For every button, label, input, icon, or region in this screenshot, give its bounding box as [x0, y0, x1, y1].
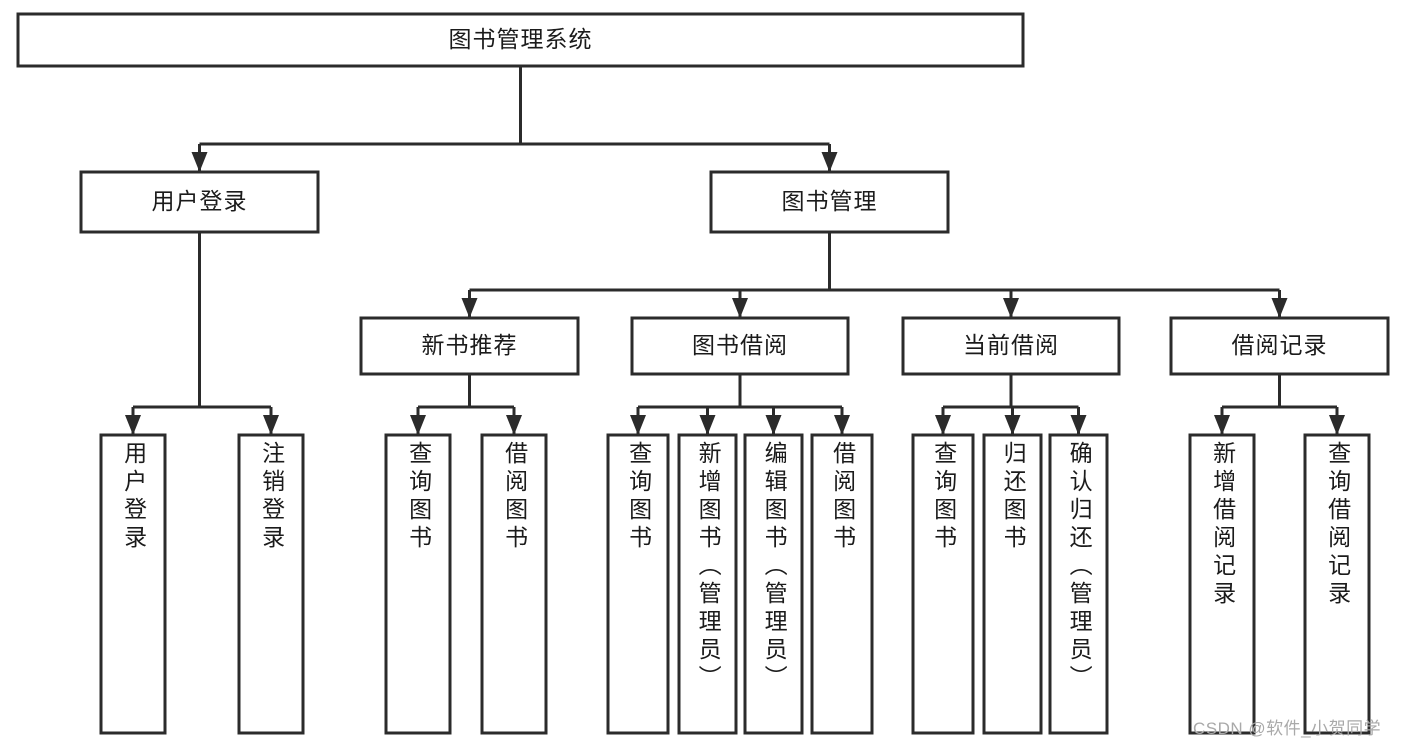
arrow-head-icon — [1070, 415, 1087, 435]
arrow-head-icon — [732, 298, 748, 318]
arrow-head-icon — [1329, 415, 1345, 435]
node-box-leaf_12[interactable] — [1303, 433, 1371, 735]
arrow-head-icon — [263, 415, 279, 435]
arrow-head-icon — [821, 152, 838, 172]
node-box-l2_3[interactable] — [1169, 316, 1390, 376]
arrow-head-icon — [765, 415, 782, 435]
node-box-leaf_9[interactable] — [982, 433, 1043, 735]
node-box-leaf_6[interactable] — [743, 433, 804, 735]
node-box-leaf_1[interactable] — [237, 433, 305, 735]
node-box-l2_0[interactable] — [359, 316, 580, 376]
node-box-leaf_3[interactable] — [480, 433, 548, 735]
node-box-l2_1[interactable] — [630, 316, 850, 376]
arrow-head-icon — [410, 415, 426, 435]
arrow-head-icon — [191, 152, 208, 172]
arrow-head-icon — [699, 415, 716, 435]
arrow-head-icon — [935, 415, 951, 435]
node-box-leaf_7[interactable] — [810, 433, 874, 735]
arrow-head-icon — [1214, 415, 1230, 435]
arrow-head-icon — [1003, 298, 1019, 318]
node-box-l2_2[interactable] — [901, 316, 1121, 376]
node-box-l1_0[interactable] — [79, 170, 320, 234]
node-box-layer — [16, 12, 1390, 735]
node-box-leaf_11[interactable] — [1188, 433, 1256, 735]
node-box-leaf_8[interactable] — [911, 433, 975, 735]
arrow-head-icon — [1271, 298, 1288, 318]
arrow-head-icon — [834, 415, 850, 435]
connector-layer — [125, 66, 1345, 435]
arrow-head-icon — [630, 415, 646, 435]
arrow-head-icon — [506, 415, 522, 435]
node-box-root[interactable] — [16, 12, 1025, 68]
node-box-leaf_2[interactable] — [384, 433, 452, 735]
csdn-watermark: CSDN @软件_小贺同学 — [1193, 719, 1382, 738]
node-box-leaf_0[interactable] — [99, 433, 167, 735]
node-box-leaf_5[interactable] — [677, 433, 738, 735]
arrow-head-icon — [461, 298, 478, 318]
node-box-l1_1[interactable] — [709, 170, 950, 234]
arrow-head-icon — [1004, 415, 1021, 435]
node-box-leaf_4[interactable] — [606, 433, 670, 735]
node-box-leaf_10[interactable] — [1048, 433, 1109, 735]
arrow-head-icon — [125, 415, 141, 435]
